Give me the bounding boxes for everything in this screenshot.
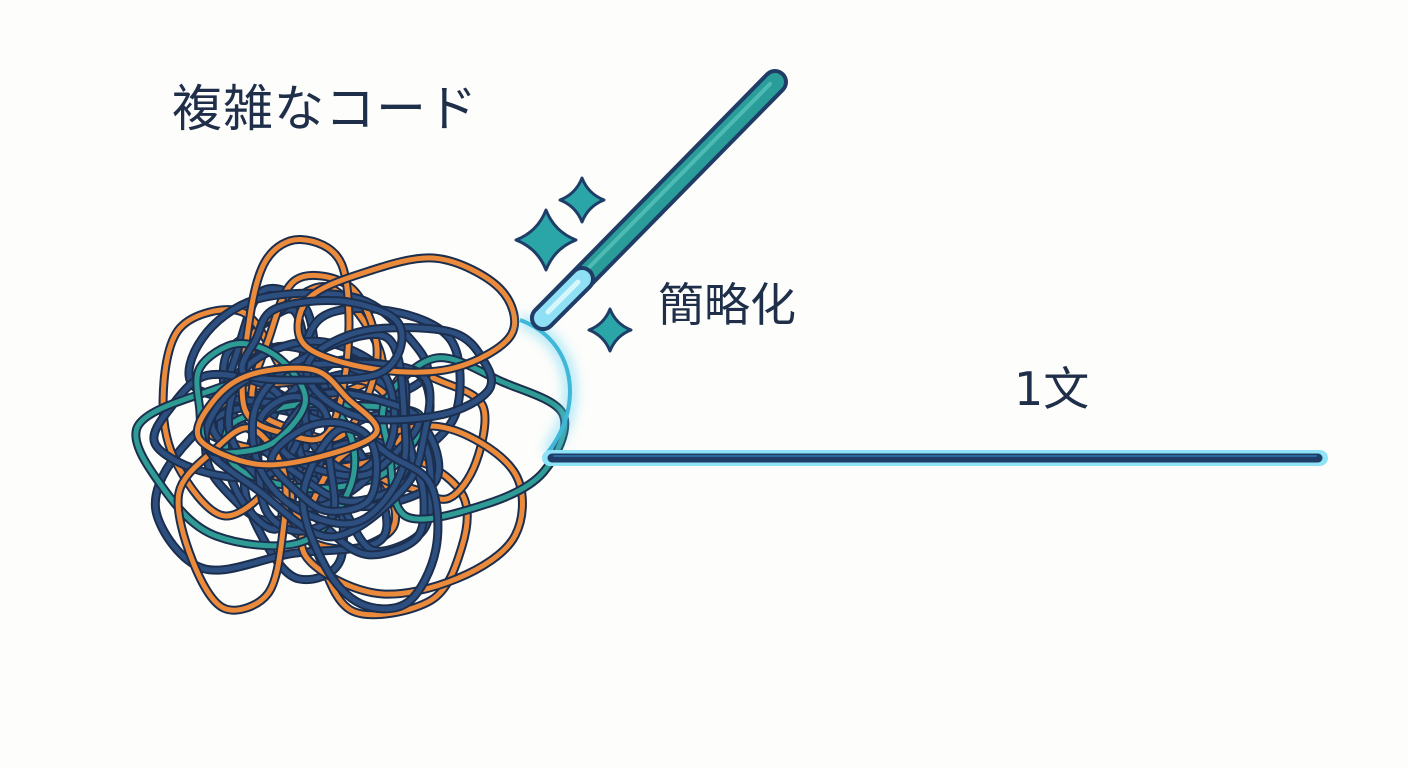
one-sentence-label: 1文 [1014, 362, 1090, 416]
sparkle-star [587, 307, 633, 353]
tangle-loop [152, 404, 390, 573]
tangle-icon [131, 235, 570, 620]
tangle-loop [304, 325, 494, 423]
sparkle-icon [514, 176, 633, 353]
sparkle-star [558, 176, 606, 224]
emerge-glow [517, 314, 576, 456]
tangle-loop [295, 255, 518, 375]
tangle-loop [300, 425, 441, 612]
tangle-loop [194, 365, 380, 468]
tangle-loop [269, 419, 380, 514]
tangle-loop [133, 371, 358, 549]
straight-line-icon [539, 447, 1331, 469]
complex-code-label: 複雑なコード [172, 80, 478, 138]
sparkle-star [514, 208, 578, 272]
simplify-label: 簡略化 [658, 278, 796, 332]
magic-wand-icon [530, 69, 788, 331]
tangle-loop [239, 236, 352, 443]
tangle-loop [249, 331, 409, 527]
